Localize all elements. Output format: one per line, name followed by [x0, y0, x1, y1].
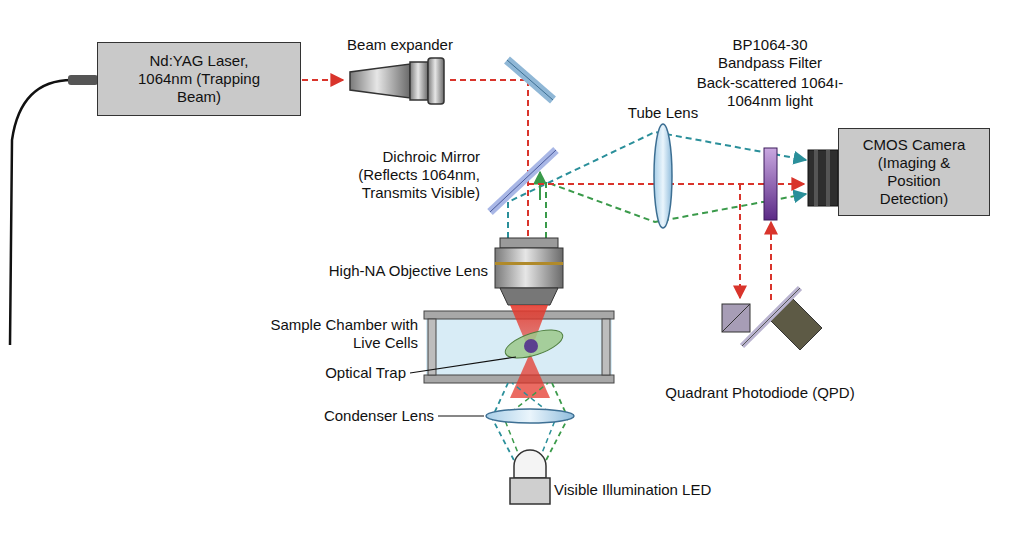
- objective-lens: [495, 238, 563, 305]
- pickoff-plate: [742, 288, 800, 346]
- expander-cone: [350, 64, 410, 98]
- objective-tip: [500, 288, 558, 305]
- part-label: Beam expander: [340, 36, 460, 54]
- pickoff-plate-edge: [742, 288, 800, 346]
- part-label: Dichroic Mirror (Reflects 1064nm, Transm…: [336, 148, 480, 202]
- trapping-beam: [450, 79, 528, 81]
- objective-cap: [500, 238, 558, 248]
- expander-lens: [428, 58, 444, 104]
- tube-lens: [654, 124, 672, 228]
- led-base: [510, 478, 550, 504]
- laser-box: Nd:YAG Laser, 1064nm (Trapping Beam): [97, 42, 301, 116]
- steering-mirror: [507, 60, 553, 100]
- backscatter-beam: [770, 222, 772, 300]
- beam-expander: [350, 58, 444, 104]
- led-dome: [514, 450, 546, 478]
- leader-line: [438, 415, 484, 416]
- note-label: Back-scattered 1064ı- 1064nm light: [690, 74, 850, 110]
- illumination-light: [542, 383, 568, 468]
- part-label: Sample Chamber with Live Cells: [268, 316, 418, 352]
- chamber-wall: [428, 319, 436, 375]
- dichroic-mirror: [490, 150, 556, 212]
- camera-box: CMOS Camera (Imaging & Position Detectio…: [838, 128, 990, 216]
- steering-mirror-edge: [507, 60, 553, 100]
- cube-diagonal: [722, 304, 750, 332]
- cell-nucleus: [524, 339, 538, 353]
- illumination-light: [492, 383, 518, 468]
- chamber-wall: [602, 319, 610, 375]
- cable-plug: [68, 75, 98, 85]
- illumination-led: [510, 450, 550, 504]
- callout-label: Optical Trap: [306, 364, 406, 382]
- laser-cable: [10, 80, 97, 345]
- camera-lens: [808, 150, 838, 206]
- lens-ring: [826, 150, 830, 206]
- lens-ring: [814, 150, 818, 206]
- part-label: Condenser Lens: [300, 407, 434, 425]
- objective-ring: [495, 262, 563, 265]
- condenser-lens: [486, 409, 574, 423]
- imaging-arrow: [539, 172, 541, 200]
- leader-line: [410, 357, 516, 373]
- part-label: Visible Illumination LED: [554, 481, 754, 499]
- node-text: CMOS Camera (Imaging & Position Detectio…: [858, 136, 970, 208]
- node-text: Nd:YAG Laser, 1064nm (Trapping Beam): [132, 52, 267, 106]
- objective-body: [495, 248, 563, 288]
- lens-barrel: [808, 150, 838, 206]
- bandpass-filter: [764, 148, 777, 220]
- part-label: Quadrant Photodiode (QPD): [660, 384, 860, 402]
- beamsplitter-cube: [722, 304, 750, 332]
- diverging-beam: [510, 353, 550, 398]
- part-label: BP1064-30 Bandpass Filter: [700, 36, 840, 72]
- photodiode-body: [768, 296, 822, 350]
- dichroic-mirror-edge: [490, 150, 556, 212]
- chamber-medium: [426, 318, 612, 376]
- backscatter-beam: [739, 184, 741, 298]
- trapping-beam: [302, 79, 343, 81]
- quadrant-photodiode: [722, 288, 822, 350]
- part-label: Tube Lens: [612, 104, 714, 122]
- part-label: High-NA Objective Lens: [300, 262, 488, 280]
- expander-body: [410, 62, 428, 100]
- trapping-beam: [527, 80, 529, 238]
